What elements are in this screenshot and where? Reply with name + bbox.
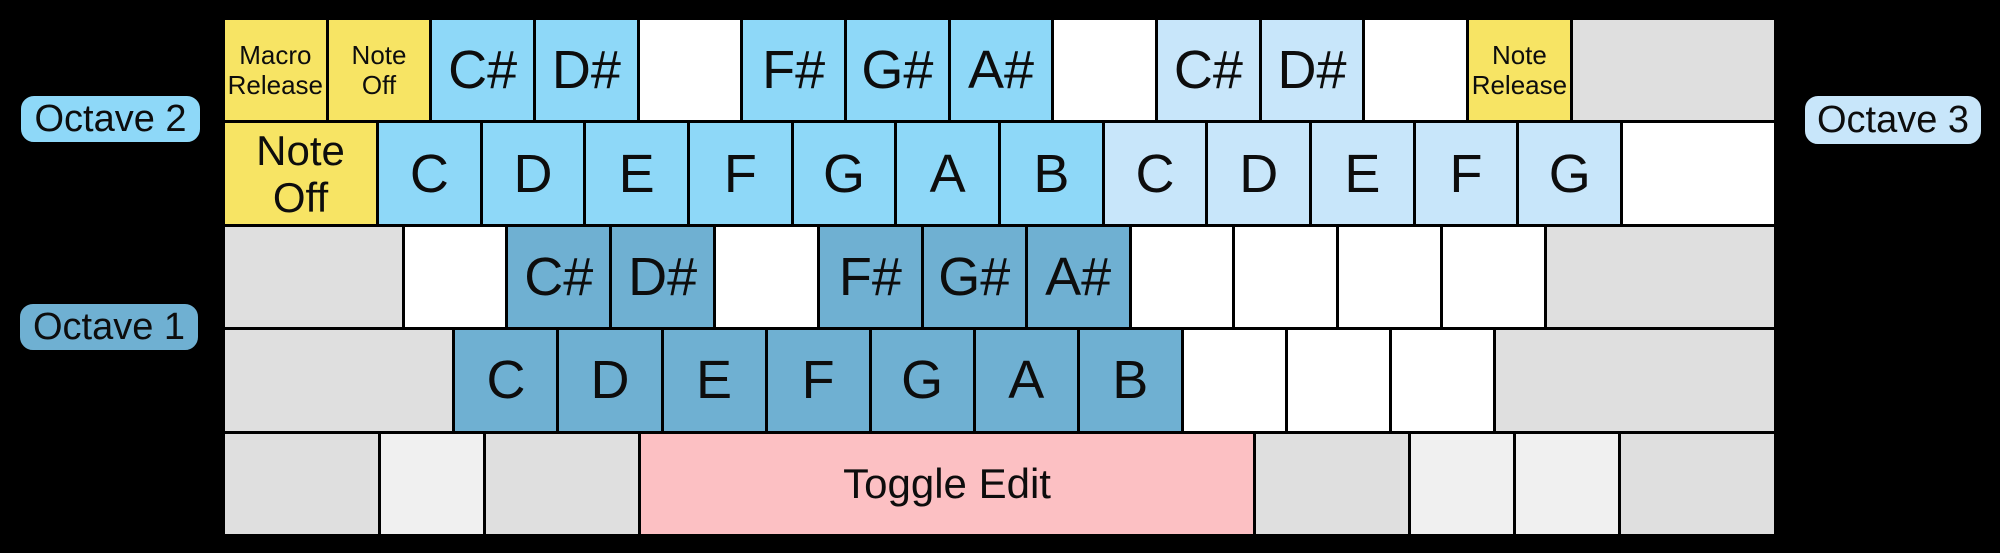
key-g: G	[793, 123, 895, 224]
key-note-off-line: Note	[351, 39, 407, 70]
key-modifier-blank	[1516, 433, 1619, 535]
key-blank	[1623, 123, 1775, 224]
key-d: D	[482, 123, 584, 224]
key-modifier-blank	[1572, 20, 1775, 121]
key-c: C	[379, 123, 480, 224]
octave-3-label: Octave 3	[1802, 93, 1984, 147]
key-blank	[1183, 330, 1285, 431]
key-e: E	[1312, 123, 1413, 224]
key-dsharp: D#	[612, 226, 714, 328]
key-note-off-line: Off	[272, 173, 329, 221]
key-note-off-line: Note	[256, 126, 345, 174]
key-dsharp: D#	[1261, 20, 1363, 121]
key-modifier-blank	[485, 433, 639, 535]
key-csharp: C#	[432, 20, 534, 121]
keyboard-modifier-row: Toggle Edit	[225, 433, 1774, 535]
key-g: G	[871, 330, 973, 431]
octave-2-label-text: Octave 2	[34, 97, 187, 140]
key-blank	[1443, 226, 1544, 328]
key-note-release-line: Release	[1471, 70, 1568, 101]
key-f: F	[767, 330, 869, 431]
key-b: B	[1079, 330, 1181, 431]
key-blank	[1391, 330, 1494, 431]
key-macro-release-line: Release	[227, 70, 324, 101]
key-blank	[404, 226, 506, 328]
key-modifier-blank	[1546, 226, 1774, 328]
key-blank	[1339, 226, 1441, 328]
key-csharp: C#	[1158, 20, 1259, 121]
key-c: C	[1104, 123, 1206, 224]
key-f: F	[1415, 123, 1517, 224]
keyboard-home-row: C#D# F#G#A#	[225, 226, 1774, 328]
octave-1-label: Octave 1	[17, 301, 201, 353]
key-macro-release-line: Macro	[239, 39, 312, 70]
key-blank	[1287, 330, 1389, 431]
key-asharp: A#	[1027, 226, 1129, 328]
key-modifier-blank	[1255, 433, 1409, 535]
key-g: G	[1519, 123, 1621, 224]
key-fsharp: F#	[743, 20, 845, 121]
key-modifier-blank	[1411, 433, 1514, 535]
key-d: D	[1208, 123, 1310, 224]
key-csharp: C#	[508, 226, 610, 328]
key-gsharp: G#	[923, 226, 1025, 328]
key-e: E	[663, 330, 765, 431]
key-f: F	[690, 123, 791, 224]
key-blank	[1365, 20, 1467, 121]
key-toggle-edit: Toggle Edit	[641, 433, 1253, 535]
key-e: E	[586, 123, 688, 224]
key-c: C	[455, 330, 557, 431]
key-blank	[1235, 226, 1337, 328]
octave-1-label-text: Octave 1	[32, 305, 186, 348]
key-a: A	[975, 330, 1077, 431]
octave-3-label-text: Octave 3	[1816, 98, 1970, 141]
key-dsharp: D#	[536, 20, 637, 121]
key-a: A	[897, 123, 999, 224]
key-modifier-blank	[225, 330, 453, 431]
key-blank	[639, 20, 741, 121]
octave-2-label: Octave 2	[18, 93, 203, 145]
key-b: B	[1001, 123, 1102, 224]
key-blank	[716, 226, 817, 328]
key-modifier-blank	[380, 433, 483, 535]
key-modifier-blank	[1621, 433, 1774, 535]
key-modifier-blank	[225, 433, 378, 535]
key-asharp: A#	[950, 20, 1052, 121]
key-blank	[1054, 20, 1156, 121]
key-modifier-blank	[1496, 330, 1774, 431]
key-d: D	[559, 330, 661, 431]
key-modifier-blank	[225, 226, 402, 328]
key-gsharp: G#	[847, 20, 948, 121]
key-note-off-line: Off	[361, 70, 397, 101]
key-note-release-line: Note	[1491, 39, 1547, 70]
key-fsharp: F#	[819, 226, 921, 328]
key-blank	[1131, 226, 1233, 328]
